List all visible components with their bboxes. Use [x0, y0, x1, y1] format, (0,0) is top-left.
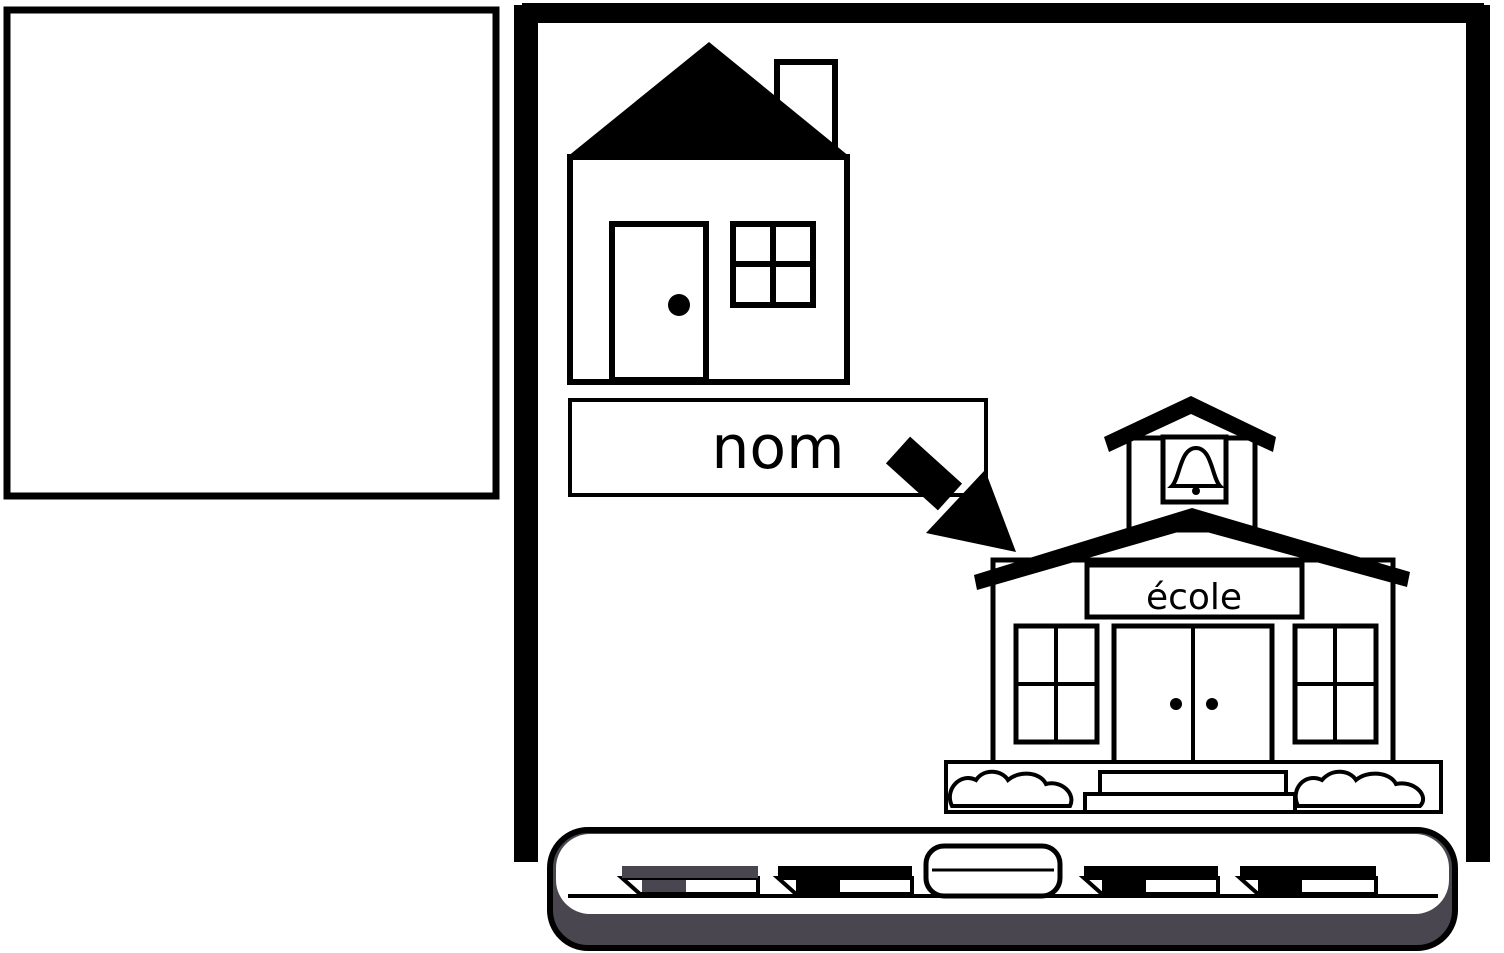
house-door [612, 224, 706, 380]
school-step-bottom [1085, 794, 1295, 812]
school-sign-label: école [1146, 577, 1242, 618]
school-window-left [1016, 626, 1097, 742]
chalk-stick [622, 866, 758, 894]
chalk-stick [778, 866, 912, 894]
house-word-label: nom [711, 413, 844, 483]
chalk-tray-icon [550, 830, 1455, 948]
chalk-stick [1084, 866, 1218, 894]
bell-icon [1163, 437, 1226, 502]
eraser-icon [926, 846, 1060, 896]
house-window [733, 224, 813, 305]
empty-answer-box [7, 10, 496, 496]
door-knob [668, 294, 690, 316]
school-step-top [1100, 772, 1286, 794]
chalk-stick [1240, 866, 1376, 894]
school-window-right [1295, 626, 1376, 742]
school-doors [1114, 626, 1272, 772]
